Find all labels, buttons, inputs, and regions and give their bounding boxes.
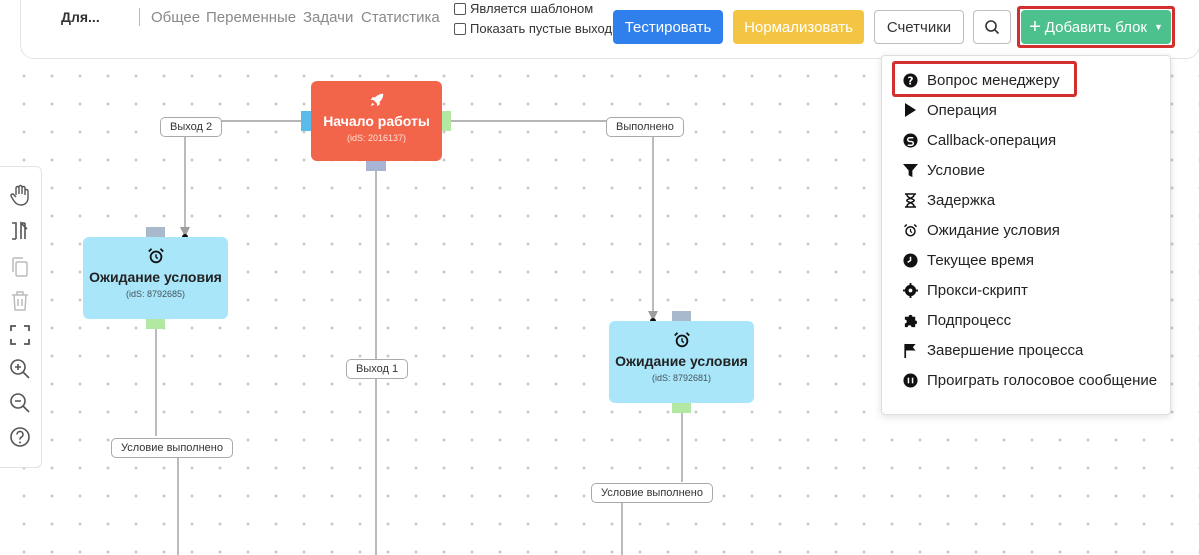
copy-icon[interactable]	[8, 255, 32, 279]
help-icon[interactable]	[8, 425, 32, 449]
output-port[interactable]	[672, 403, 691, 413]
empty-outputs-checkbox-label: Показать пустые выходы	[470, 21, 622, 36]
zoom-in-icon[interactable]	[8, 357, 32, 381]
menu-item-label: Подпроцесс	[927, 311, 1012, 329]
tab-tasks[interactable]: Задачи	[303, 9, 354, 26]
search-button[interactable]	[973, 10, 1011, 44]
normalize-button[interactable]: Нормализовать	[733, 10, 864, 44]
block-id: (idS: 2016137)	[346, 133, 407, 143]
add-block-dropdown: ? Вопрос менеджеру Операция Callback-опе…	[881, 55, 1171, 415]
counters-button[interactable]: Счетчики	[874, 10, 964, 44]
output-port[interactable]	[366, 161, 386, 171]
arrow-head	[648, 311, 658, 321]
test-button[interactable]: Тестировать	[613, 10, 723, 44]
menu-item-operation[interactable]: Операция	[902, 98, 997, 122]
search-icon	[985, 20, 1000, 35]
block-id: (idS: 8792681)	[651, 373, 712, 383]
question-circle-icon: ?	[902, 72, 918, 88]
menu-item-current-time[interactable]: Текущее время	[902, 248, 1034, 272]
fit-screen-icon[interactable]	[8, 323, 32, 347]
menu-item-proxy-script[interactable]: Прокси-скрипт	[902, 278, 1028, 302]
menu-item-label: Callback-операция	[927, 131, 1057, 149]
hourglass-icon	[902, 192, 918, 208]
tab-statistics[interactable]: Статистика	[361, 9, 440, 26]
input-port[interactable]	[672, 311, 691, 321]
connector-exit2	[184, 120, 311, 232]
block-title: Ожидание условия	[89, 269, 222, 285]
trash-icon[interactable]	[8, 289, 32, 313]
zoom-out-icon[interactable]	[8, 391, 32, 415]
menu-item-process-end[interactable]: Завершение процесса	[902, 338, 1083, 362]
menu-item-label: Операция	[927, 101, 997, 119]
canvas-tools	[0, 166, 42, 468]
caret-down-icon: ▼	[1153, 22, 1163, 32]
menu-item-delay[interactable]: Задержка	[902, 188, 995, 212]
title-divider	[139, 8, 140, 26]
menu-item-label: Ожидание условия	[927, 221, 1060, 239]
menu-item-wait-condition[interactable]: Ожидание условия	[902, 218, 1060, 242]
edge-label-done[interactable]: Выполнено	[606, 117, 684, 137]
connector-cond2	[621, 403, 683, 555]
add-block-button[interactable]: + Добавить блок ▼	[1021, 10, 1171, 44]
connector-done	[442, 120, 654, 316]
menu-item-subprocess[interactable]: Подпроцесс	[902, 308, 1011, 332]
menu-item-manager-question[interactable]: ? Вопрос менеджеру	[902, 68, 1060, 92]
edge-label-condition-met[interactable]: Условие выполнено	[591, 483, 713, 503]
svg-text:?: ?	[907, 75, 913, 87]
flag-icon	[902, 342, 918, 358]
sort-arrows-icon[interactable]	[8, 219, 32, 243]
menu-item-condition[interactable]: Условие	[902, 158, 985, 182]
block-title: Ожидание условия	[615, 353, 748, 369]
template-checkbox-row[interactable]: Является шаблоном	[454, 1, 593, 16]
output-port[interactable]	[442, 111, 451, 131]
menu-item-label: Завершение процесса	[927, 341, 1084, 359]
edge-label-condition-met[interactable]: Условие выполнено	[111, 438, 233, 458]
connector-cond1	[155, 319, 179, 555]
puzzle-icon	[902, 312, 918, 328]
play-icon	[902, 102, 918, 118]
menu-item-label: Условие	[927, 161, 985, 179]
alarm-icon	[902, 222, 918, 238]
voice-message-icon	[902, 372, 918, 388]
filter-icon	[902, 162, 918, 178]
edge-label-exit1[interactable]: Выход 1	[346, 359, 409, 379]
menu-item-callback[interactable]: Callback-операция	[902, 128, 1056, 152]
input-port[interactable]	[146, 227, 165, 237]
proxy-script-icon	[902, 282, 918, 298]
menu-item-label: Текущее время	[927, 251, 1035, 269]
callback-icon	[902, 132, 918, 148]
alarm-clock-icon	[673, 332, 690, 348]
edge-label-exit2[interactable]: Выход 2	[160, 117, 223, 137]
process-title: Для...	[61, 9, 100, 25]
input-port[interactable]	[301, 111, 311, 131]
empty-outputs-checkbox[interactable]	[454, 22, 466, 35]
template-checkbox[interactable]	[454, 2, 466, 15]
menu-item-label: Проиграть голосовое сообщение	[927, 371, 1158, 389]
clock-icon	[902, 252, 918, 268]
output-port[interactable]	[146, 319, 165, 329]
wait-condition-block[interactable]: Ожидание условия (idS: 8792681)	[609, 321, 754, 403]
tab-variables[interactable]: Переменные	[206, 9, 297, 26]
alarm-clock-icon	[147, 248, 164, 264]
start-block[interactable]: Начало работы (idS: 2016137)	[311, 81, 442, 161]
hand-icon[interactable]	[8, 183, 32, 207]
menu-item-label: Вопрос менеджеру	[927, 71, 1060, 89]
rocket-icon	[370, 93, 383, 107]
block-title: Начало работы	[323, 113, 430, 129]
menu-item-play-voice[interactable]: Проиграть голосовое сообщение	[902, 368, 1157, 392]
plus-icon: +	[1029, 16, 1041, 38]
add-block-label: Добавить блок	[1044, 18, 1147, 36]
arrow-head	[180, 227, 190, 237]
block-id: (idS: 8792685)	[125, 289, 186, 299]
empty-outputs-checkbox-row[interactable]: Показать пустые выходы	[454, 21, 621, 36]
menu-item-label: Прокси-скрипт	[927, 281, 1028, 299]
template-checkbox-label: Является шаблоном	[470, 1, 594, 16]
wait-condition-block[interactable]: Ожидание условия (idS: 8792685)	[83, 237, 228, 319]
menu-item-label: Задержка	[927, 191, 996, 209]
tab-general[interactable]: Общее	[151, 9, 201, 26]
